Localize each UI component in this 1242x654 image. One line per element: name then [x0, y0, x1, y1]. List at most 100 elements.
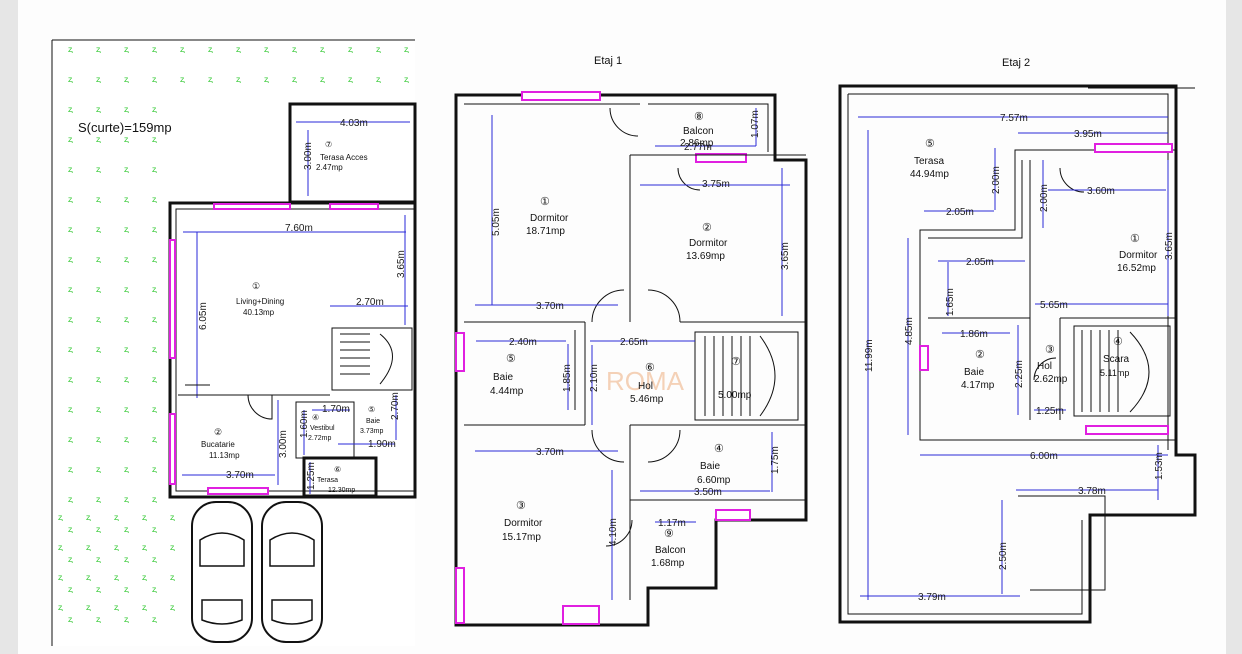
- room-number: ②: [702, 222, 712, 234]
- room-area: 5.00mp: [718, 390, 752, 401]
- watermark: ROMA: [606, 366, 685, 396]
- grass-mark: ⱬ: [152, 255, 157, 264]
- window: [695, 153, 747, 163]
- grass-mark: ⱬ: [96, 135, 101, 144]
- grass-mark: ⱬ: [58, 513, 63, 522]
- grass-mark: ⱬ: [152, 75, 157, 84]
- dim-label: 7.60m: [285, 223, 313, 234]
- room-area: 1.68mp: [651, 558, 685, 569]
- dim-label: 7.57m: [1000, 113, 1028, 124]
- room-area: 3.73mp: [360, 428, 383, 435]
- door-swing: [591, 289, 625, 323]
- grass-mark: ⱬ: [320, 75, 325, 84]
- door-swing: [591, 429, 625, 463]
- dim-label: 2.05m: [966, 257, 994, 268]
- room-number: ⑤: [506, 353, 516, 365]
- grass-mark: ⱬ: [292, 45, 297, 54]
- room-number: ④: [312, 413, 319, 422]
- room-name: Baie: [366, 418, 380, 425]
- door-swing: [647, 289, 681, 323]
- room-area: 4.17mp: [961, 380, 995, 391]
- grass-mark: ⱬ: [68, 75, 73, 84]
- grass-mark: ⱬ: [114, 543, 119, 552]
- room-name: Terasa: [317, 477, 338, 484]
- grass-mark: ⱬ: [68, 495, 73, 504]
- grass-mark: ⱬ: [114, 573, 119, 582]
- room-area: 44.94mp: [910, 169, 949, 180]
- grass-mark: ⱬ: [124, 405, 129, 414]
- grass-mark: ⱬ: [152, 375, 157, 384]
- grass-mark: ⱬ: [96, 315, 101, 324]
- grass-mark: ⱬ: [152, 435, 157, 444]
- room-number: ③: [516, 500, 526, 512]
- dim-label: 3.00m: [303, 142, 314, 170]
- grass-mark: ⱬ: [404, 75, 409, 84]
- room-name: Terasa Acces: [320, 153, 368, 162]
- dim-label: 2.25m: [1014, 360, 1025, 388]
- room-number: ①: [252, 281, 260, 291]
- interior-walls: [928, 160, 1176, 420]
- dim-label: 2.77m: [684, 142, 712, 153]
- grass-mark: ⱬ: [68, 165, 73, 174]
- grass-mark: ⱬ: [124, 255, 129, 264]
- grass-mark: ⱬ: [236, 45, 241, 54]
- room-name: Baie: [964, 367, 984, 378]
- room-area: 2.62mp: [1034, 374, 1068, 385]
- dim-label: 1.70m: [322, 404, 350, 415]
- room-number: ⑧: [694, 111, 704, 123]
- grass-mark: ⱬ: [58, 573, 63, 582]
- dim-label: 11.99m: [864, 339, 875, 372]
- door-swing: [609, 107, 639, 137]
- grass-mark: ⱬ: [68, 555, 73, 564]
- grass-mark: ⱬ: [152, 465, 157, 474]
- room-area: 2.47mp: [316, 163, 343, 172]
- grass-mark: ⱬ: [96, 375, 101, 384]
- dim-label: 1.07m: [750, 110, 761, 138]
- grass-mark: ⱬ: [152, 525, 157, 534]
- dim-label: 3.79m: [918, 592, 946, 603]
- grass-mark: ⱬ: [124, 105, 129, 114]
- grass-mark: ⱬ: [170, 573, 175, 582]
- car-icon: [191, 501, 253, 643]
- room-name: Dormitor: [504, 518, 543, 529]
- grass-mark: ⱬ: [124, 615, 129, 624]
- grass-mark: ⱬ: [124, 435, 129, 444]
- grass-mark: ⱬ: [152, 105, 157, 114]
- grass-mark: ⱬ: [142, 573, 147, 582]
- grass-mark: ⱬ: [376, 45, 381, 54]
- room-name: Dormitor: [1119, 250, 1158, 261]
- grass-mark: ⱬ: [96, 525, 101, 534]
- grass-mark: ⱬ: [96, 255, 101, 264]
- grass-mark: ⱬ: [208, 45, 213, 54]
- room-number: ⑥: [334, 465, 341, 474]
- grass-mark: ⱬ: [152, 45, 157, 54]
- room-number: ④: [1113, 336, 1123, 348]
- grass-mark: ⱬ: [124, 495, 129, 504]
- grass-mark: ⱬ: [124, 525, 129, 534]
- grass-mark: ⱬ: [152, 585, 157, 594]
- grass-mark: ⱬ: [376, 75, 381, 84]
- dim-label: 3.95m: [1074, 129, 1102, 140]
- dim-label: 1.17m: [658, 518, 686, 529]
- door-swing: [677, 167, 701, 191]
- staircase: [331, 327, 413, 391]
- grass-mark: ⱬ: [86, 573, 91, 582]
- dim-label: 3.00m: [278, 430, 289, 458]
- grass-mark: ⱬ: [96, 45, 101, 54]
- grass-mark: ⱬ: [96, 195, 101, 204]
- grass-mark: ⱬ: [180, 75, 185, 84]
- grass-mark: ⱬ: [68, 405, 73, 414]
- left-margin-band: [0, 0, 18, 654]
- floor1-plan: Etaj 1: [454, 55, 808, 627]
- room-area: 15.17mp: [502, 532, 541, 543]
- room-area: 5.46mp: [630, 394, 664, 405]
- grass-mark: ⱬ: [152, 405, 157, 414]
- grass-mark: ⱬ: [86, 603, 91, 612]
- grass-mark: ⱬ: [96, 555, 101, 564]
- dim-label: 3.65m: [780, 242, 791, 270]
- grass-mark: ⱬ: [68, 105, 73, 114]
- grass-mark: ⱬ: [96, 585, 101, 594]
